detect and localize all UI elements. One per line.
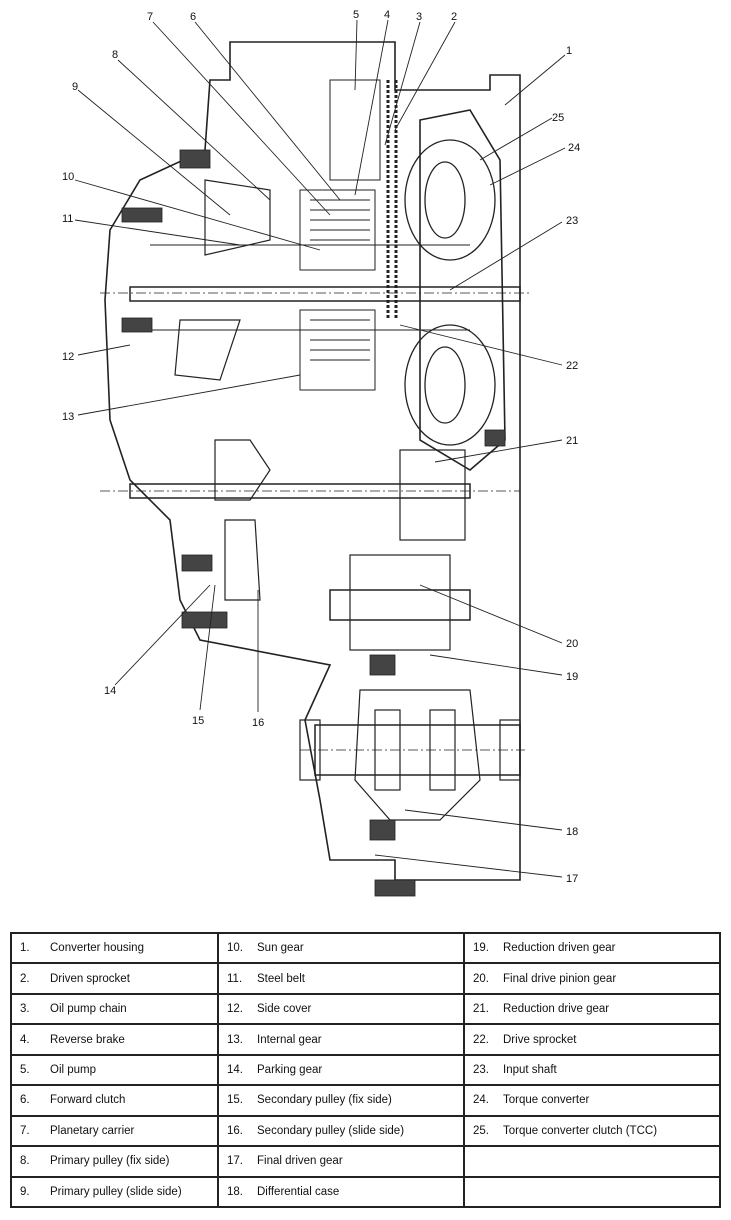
callout-17: 17	[566, 873, 578, 885]
legend-row: 9.Primary pulley (slide side) 18.Differe…	[10, 1175, 721, 1208]
callout-labels: 1 2 3 4 5 6 7 8 9 10 11 12 13 14 15 16 1…	[62, 9, 580, 885]
legend-cell: 11.Steel belt	[217, 962, 465, 995]
legend-cell: 20.Final drive pinion gear	[463, 962, 721, 995]
callout-18: 18	[566, 826, 578, 838]
parts-legend-table: 1.Converter housing 10.Sun gear 19.Reduc…	[10, 931, 721, 1208]
callout-9: 9	[72, 81, 78, 93]
legend-cell: 15.Secondary pulley (fix side)	[217, 1084, 465, 1117]
callout-11: 11	[62, 213, 73, 225]
gears	[299, 449, 521, 821]
legend-cell: 14.Parking gear	[217, 1053, 465, 1087]
legend-cell: 6.Forward clutch	[10, 1084, 219, 1117]
legend-cell: 9.Primary pulley (slide side)	[10, 1175, 219, 1208]
callout-14: 14	[104, 685, 116, 697]
legend-cell: 5.Oil pump	[10, 1053, 219, 1087]
legend-cell: 21.Reduction drive gear	[463, 992, 721, 1026]
legend-cell: 19.Reduction driven gear	[463, 931, 721, 965]
callout-10: 10	[62, 171, 74, 183]
legend-cell: 13.Internal gear	[217, 1023, 465, 1056]
housing-outline	[104, 41, 521, 881]
legend-row: 1.Converter housing 10.Sun gear 19.Reduc…	[10, 931, 721, 965]
legend-cell: 16.Secondary pulley (slide side)	[217, 1114, 465, 1148]
legend-row: 6.Forward clutch 15.Secondary pulley (fi…	[10, 1084, 721, 1117]
legend-cell: 4.Reverse brake	[10, 1023, 219, 1056]
bolts	[121, 149, 506, 897]
legend-row: 3.Oil pump chain 12.Side cover 21.Reduct…	[10, 992, 721, 1026]
legend-cell: 3.Oil pump chain	[10, 992, 219, 1026]
oil-pump-chain	[386, 80, 398, 320]
callout-22: 22	[566, 360, 578, 372]
legend-cell	[463, 1145, 721, 1178]
legend-cell: 7.Planetary carrier	[10, 1114, 219, 1148]
callout-25: 25	[552, 112, 564, 124]
legend-cell: 25.Torque converter clutch (TCC)	[463, 1114, 721, 1148]
callout-6: 6	[190, 11, 196, 23]
legend-cell: 8.Primary pulley (fix side)	[10, 1145, 219, 1178]
legend-row: 8.Primary pulley (fix side) 17.Final dri…	[10, 1145, 721, 1178]
legend-cell: 12.Side cover	[217, 992, 465, 1026]
callout-13: 13	[62, 411, 74, 423]
secondary-pulley	[214, 439, 271, 601]
callout-8: 8	[112, 49, 118, 61]
callout-3: 3	[416, 11, 422, 23]
legend-cell: 17.Final driven gear	[217, 1145, 465, 1178]
callout-15: 15	[192, 715, 204, 727]
legend-row: 5.Oil pump 14.Parking gear 23.Input shaf…	[10, 1053, 721, 1087]
callout-20: 20	[566, 638, 578, 650]
legend-row: 7.Planetary carrier 16.Secondary pulley …	[10, 1114, 721, 1148]
callout-12: 12	[62, 351, 74, 363]
primary-pulley	[174, 179, 271, 381]
callout-24: 24	[568, 142, 580, 154]
callout-21: 21	[566, 435, 578, 447]
legend-cell: 10.Sun gear	[217, 931, 465, 965]
legend-cell: 23.Input shaft	[463, 1053, 721, 1087]
torque-converter	[404, 139, 496, 446]
callout-7: 7	[147, 11, 153, 23]
parts-legend-body: 1.Converter housing 10.Sun gear 19.Reduc…	[10, 931, 721, 1208]
leader-lines	[74, 19, 566, 878]
legend-row: 4.Reverse brake 13.Internal gear 22.Driv…	[10, 1023, 721, 1056]
legend-cell: 18.Differential case	[217, 1175, 465, 1208]
legend-row: 2.Driven sprocket 11.Steel belt 20.Final…	[10, 962, 721, 995]
callout-5: 5	[353, 9, 359, 21]
callout-16: 16	[252, 717, 264, 729]
legend-cell: 22.Drive sprocket	[463, 1023, 721, 1056]
callout-2: 2	[451, 11, 457, 23]
legend-cell: 2.Driven sprocket	[10, 962, 219, 995]
callout-23: 23	[566, 215, 578, 227]
callout-19: 19	[566, 671, 578, 683]
callout-1: 1	[566, 45, 572, 57]
legend-cell: 24.Torque converter	[463, 1084, 721, 1117]
callout-4: 4	[384, 9, 390, 21]
legend-cell	[463, 1175, 721, 1208]
legend-cell: 1.Converter housing	[10, 931, 219, 965]
transmission-cutaway-diagram: 1 2 3 4 5 6 7 8 9 10 11 12 13 14 15 16 1…	[62, 9, 580, 897]
